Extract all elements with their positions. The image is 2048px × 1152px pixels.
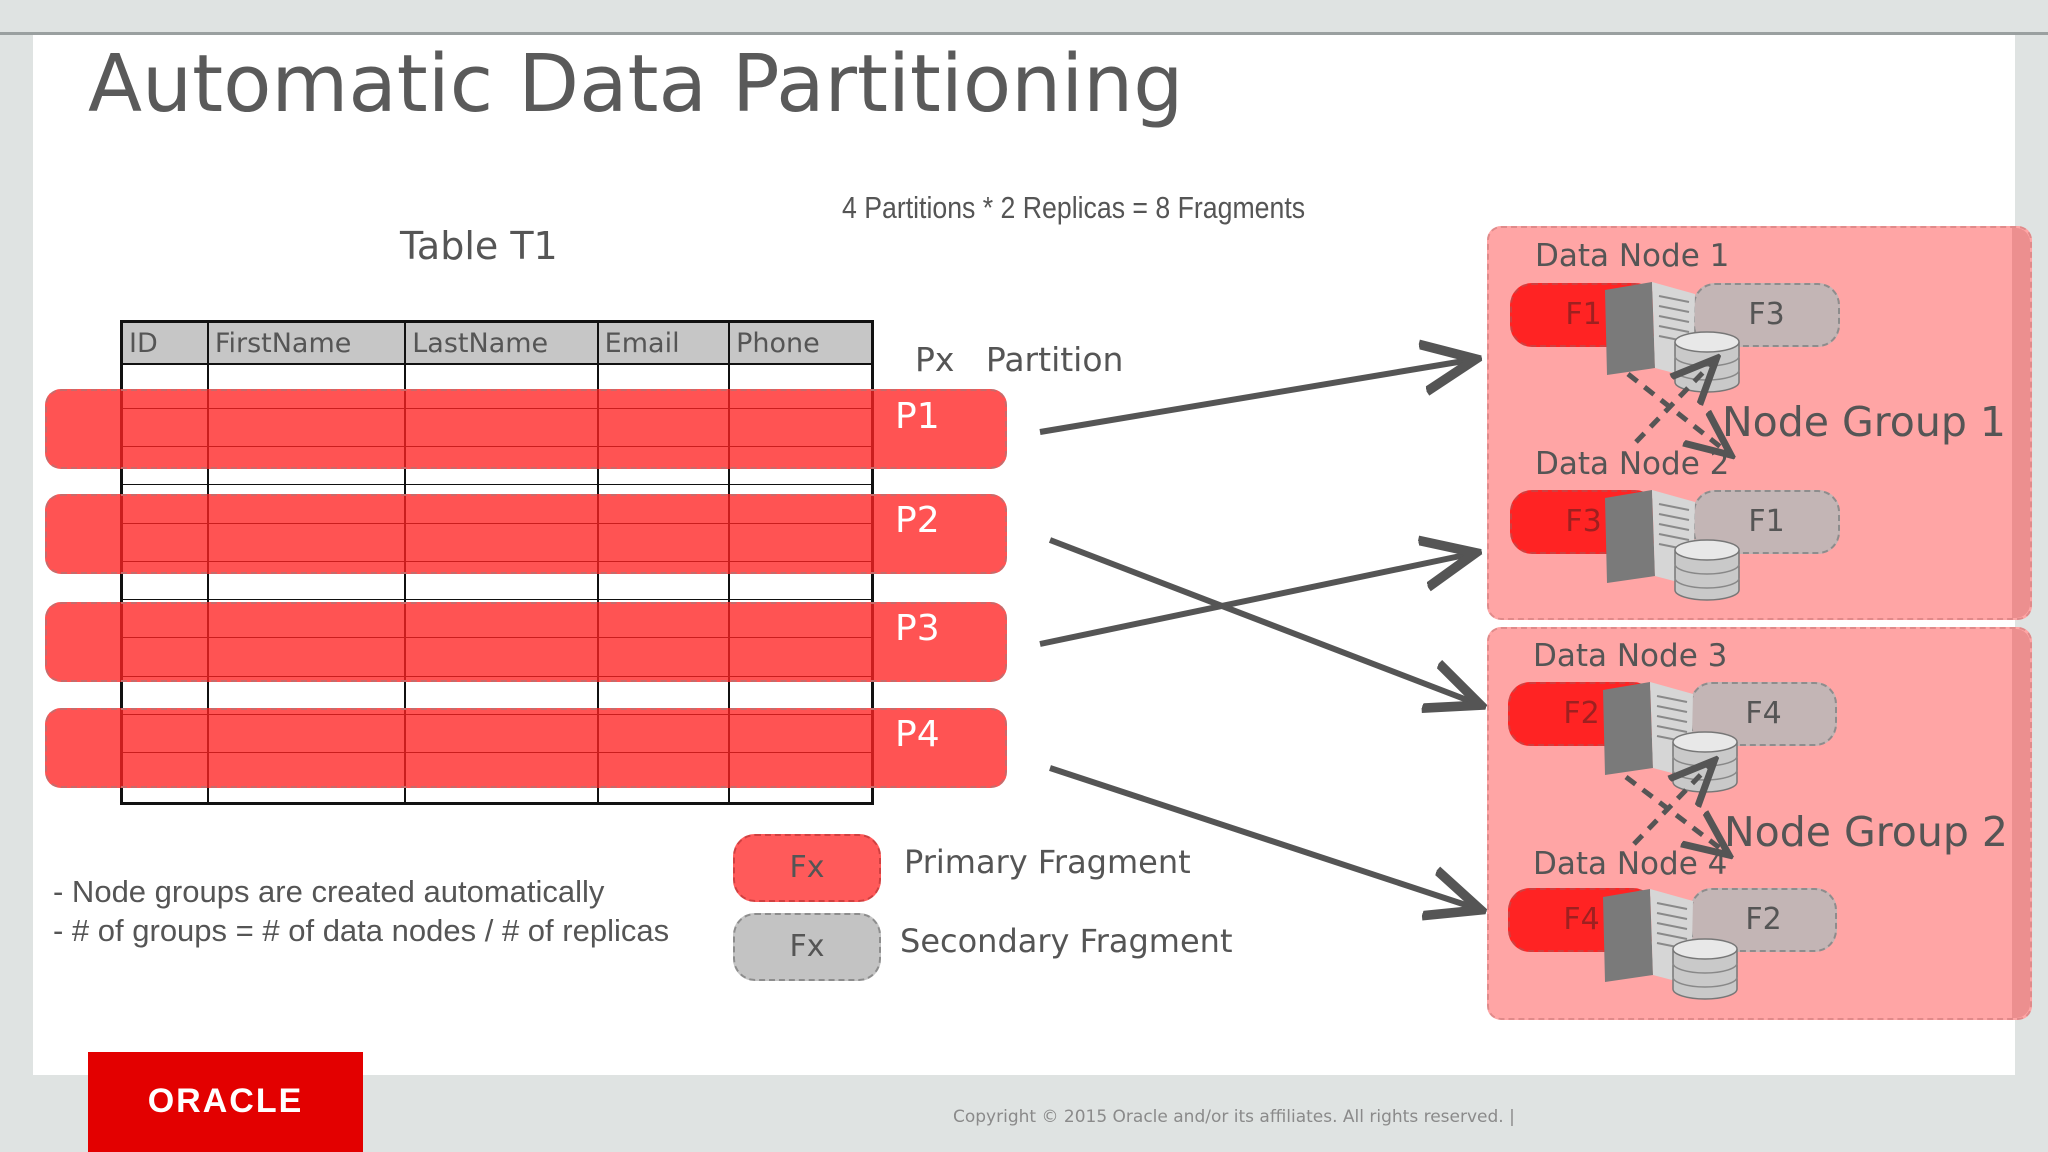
replication-arrow (1626, 372, 1727, 452)
legend-secondary-label: Secondary Fragment (900, 922, 1233, 960)
partition-band-p1 (45, 389, 1007, 469)
arrow-p1-to-node-1 (1039, 360, 1470, 435)
partition-band-p2 (45, 494, 1007, 574)
slide-title: Automatic Data Partitioning (88, 38, 1184, 130)
fragment-formula: 4 Partitions * 2 Replicas = 8 Fragments (842, 190, 1306, 225)
server-database-icon (1605, 490, 1740, 601)
oracle-logo: ORACLE (88, 1052, 363, 1152)
node-group-1-label: Node Group 1 (1722, 398, 2006, 446)
column-header-lastname: LastName (404, 320, 599, 365)
logo-text: ORACLE (147, 1082, 304, 1120)
note-item: - Node groups are created automatically (53, 874, 605, 909)
table-title: Table T1 (400, 224, 558, 268)
server-database-icon (1603, 889, 1738, 1000)
notes: - Node groups are created automatically … (53, 872, 669, 950)
arrow-p3-to-node-2 (1039, 554, 1470, 647)
column-header-email: Email (596, 320, 731, 365)
data-node-3-label: Data Node 3 (1533, 638, 1728, 674)
arrow-p4-to-node-4 (1049, 765, 1475, 908)
node-group-2-label: Node Group 2 (1724, 808, 2008, 856)
top-rule (0, 32, 2048, 35)
legend-primary-label: Primary Fragment (904, 843, 1191, 881)
partition-label-p2: P2 (895, 500, 940, 541)
copyright-notice: Copyright © 2015 Oracle and/or its affil… (953, 1107, 1515, 1127)
px-label: Px (915, 340, 955, 379)
partition-label: Partition (985, 340, 1124, 379)
arrow-p2-to-node-3 (1048, 537, 1475, 703)
data-node-1-label: Data Node 1 (1535, 238, 1730, 274)
fragment-secondary: F3 (1693, 283, 1840, 347)
table-header-row: ID FirstName LastName Email Phone (120, 320, 874, 365)
replication-arrow (1632, 764, 1711, 846)
replication-arrow (1624, 775, 1725, 852)
replication-arrow (1634, 362, 1713, 444)
partition-band-p3 (45, 602, 1007, 682)
legend-secondary-swatch: Fx (733, 913, 881, 981)
legend-primary-swatch: Fx (733, 834, 881, 902)
column-header-id: ID (120, 320, 209, 365)
fragment-secondary: F1 (1693, 490, 1840, 554)
partition-band-p4 (45, 708, 1007, 788)
note-item: - # of groups = # of data nodes / # of r… (53, 913, 670, 948)
column-header-firstname: FirstName (206, 320, 407, 365)
partition-header: Px Partition (915, 340, 1123, 379)
partition-label-p3: P3 (895, 608, 940, 649)
column-header-phone: Phone (728, 320, 874, 365)
partition-label-p1: P1 (895, 396, 940, 437)
partition-label-p4: P4 (895, 714, 940, 755)
